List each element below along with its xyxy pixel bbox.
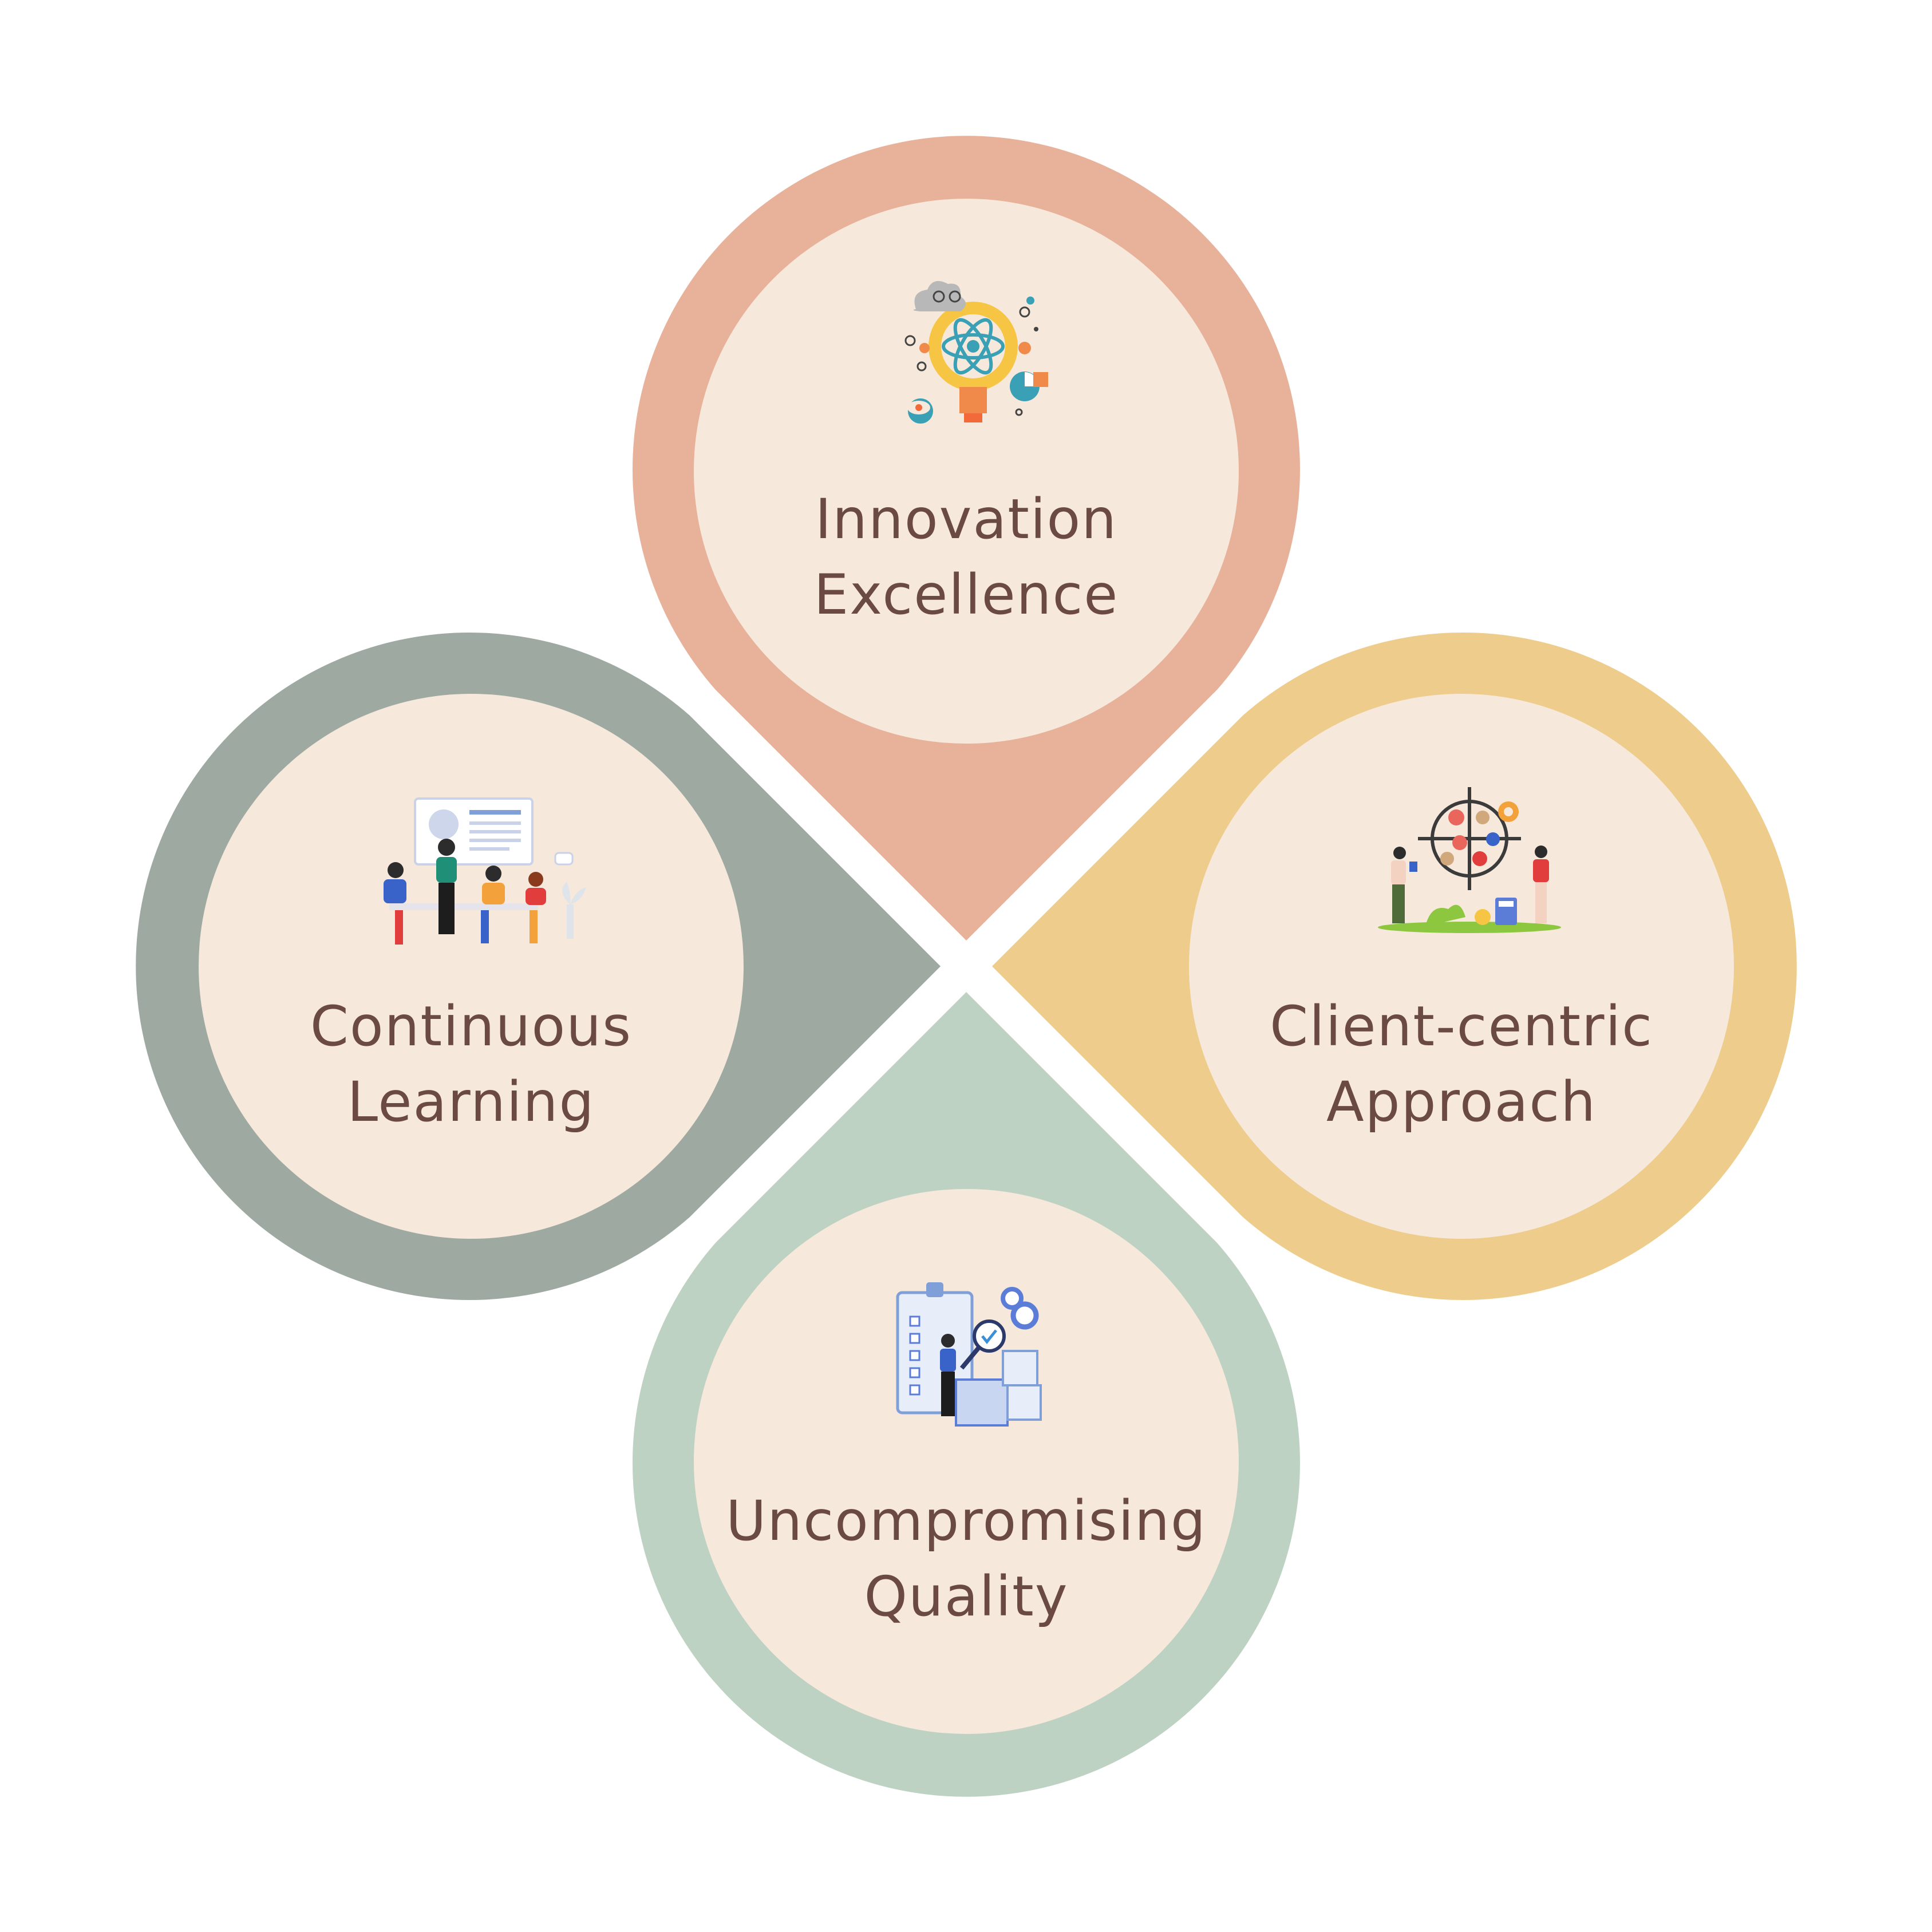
lightbulb-atom-icon	[904, 280, 1048, 424]
petal-top-label-line2: Excellence	[814, 563, 1119, 627]
team-meeting-icon	[384, 797, 586, 945]
petal-left-label-line1: Continuous	[310, 994, 632, 1058]
petal-continuous-learning: Continuous Learning	[136, 633, 941, 1300]
quality-inspection-icon	[896, 1282, 1042, 1427]
petal-bottom-label-line1: Uncompromising	[726, 1489, 1207, 1553]
petal-innovation-excellence: Innovation Excellence	[633, 136, 1300, 941]
petal-top-inner-circle	[694, 199, 1239, 744]
petal-client-centric-approach: Client-centric Approach	[992, 633, 1797, 1300]
petal-left-inner-circle	[199, 694, 744, 1239]
petal-uncompromising-quality: Uncompromising Quality	[633, 992, 1300, 1797]
petal-top-label-line1: Innovation	[815, 487, 1117, 551]
client-target-icon	[1378, 787, 1561, 933]
petal-right-label-line2: Approach	[1326, 1070, 1597, 1134]
petal-left-label-line2: Learning	[347, 1070, 595, 1134]
petal-right-inner-circle	[1189, 694, 1734, 1239]
petal-right-label-line1: Client-centric	[1270, 994, 1653, 1058]
petal-bottom-inner-circle	[694, 1189, 1239, 1734]
petal-bottom-label-line2: Quality	[864, 1564, 1068, 1629]
